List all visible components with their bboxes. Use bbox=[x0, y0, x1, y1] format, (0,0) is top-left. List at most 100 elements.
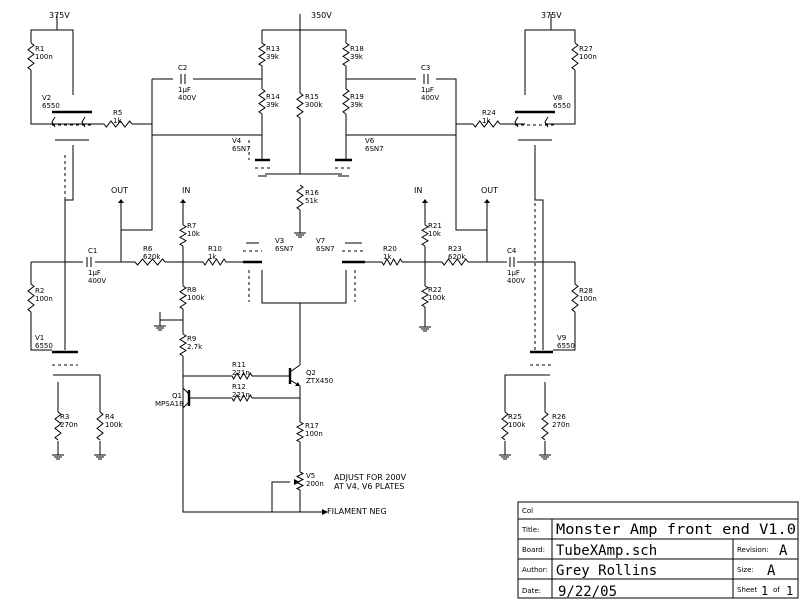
tube-envelope-mark bbox=[51, 116, 56, 128]
terminal-arrow-icon bbox=[118, 199, 124, 203]
resistor-r22-ref: R22 bbox=[428, 286, 442, 294]
resistor-r9-value: 2.7k bbox=[187, 343, 203, 351]
capacitor-c2-ref: C2 bbox=[178, 64, 187, 72]
out-label-right: OUT bbox=[481, 186, 498, 195]
resistor-r26-ref: R26 bbox=[552, 413, 566, 421]
resistor-r23-value: 620k bbox=[448, 253, 466, 261]
wire bbox=[182, 405, 301, 513]
tube-v2-type: 6550 bbox=[42, 102, 60, 110]
resistor-r3-value: 270n bbox=[60, 421, 78, 429]
resistor-r15-value: 300k bbox=[305, 101, 323, 109]
wire bbox=[534, 145, 544, 350]
resistor-r5-ref: R5 bbox=[113, 109, 122, 117]
resistor-r23 bbox=[441, 258, 469, 266]
capacitor-c2-value: 1µF bbox=[178, 86, 191, 94]
wire bbox=[30, 312, 52, 351]
resistor-r11-value: 221n bbox=[232, 369, 250, 377]
terminal-arrow-icon bbox=[422, 199, 428, 203]
resistor-r21-value: 10k bbox=[428, 230, 442, 238]
resistor-r28-ref: R28 bbox=[579, 287, 593, 295]
title-block-revision: A bbox=[779, 543, 788, 559]
title-block-sheet-total: 1 bbox=[786, 584, 793, 598]
resistor-r1-value: 100n bbox=[35, 53, 53, 61]
title-block-title-label: Title: bbox=[521, 526, 539, 534]
tube-v8-type: 6550 bbox=[553, 102, 571, 110]
resistor-r28 bbox=[571, 283, 579, 313]
filament-arrow bbox=[322, 509, 328, 515]
title-block-date: 9/22/05 bbox=[558, 584, 617, 600]
resistor-r26 bbox=[541, 411, 549, 441]
resistor-r24 bbox=[472, 120, 501, 128]
capacitor-c4-voltage: 400V bbox=[507, 277, 525, 285]
wire bbox=[30, 70, 40, 125]
resistor-r17 bbox=[295, 421, 305, 443]
resistor-r11 bbox=[231, 371, 253, 381]
title-block-sheet-number: 1 bbox=[761, 584, 768, 598]
out-label-left: OUT bbox=[111, 186, 128, 195]
tube-v3-ref: V3 bbox=[275, 237, 284, 245]
resistor-r17-ref: R17 bbox=[305, 422, 319, 430]
capacitor-c2-voltage: 400V bbox=[178, 94, 196, 102]
title-block-of-label: of bbox=[773, 586, 780, 594]
resistor-r12-ref: R12 bbox=[232, 383, 246, 391]
resistor-r6-ref: R6 bbox=[143, 245, 153, 253]
capacitor-c1-ref: C1 bbox=[88, 247, 97, 255]
potentiometer-v5-value: 200n bbox=[306, 480, 324, 488]
wire bbox=[545, 70, 576, 125]
resistor-r12 bbox=[231, 393, 253, 403]
wire bbox=[436, 78, 488, 231]
capacitor-c1-value: 1µF bbox=[88, 269, 101, 277]
resistor-r13 bbox=[258, 42, 266, 67]
transistor-q2-type: ZTX450 bbox=[306, 377, 333, 385]
wire bbox=[53, 374, 101, 412]
potentiometer-v5-ref: V5 bbox=[306, 472, 315, 480]
resistor-r8-value: 100k bbox=[187, 294, 205, 302]
tube-v3-type: 6SN7 bbox=[275, 245, 294, 253]
title-block-board-label: Board: bbox=[522, 546, 545, 554]
transistor-q1-type: MPSA18 bbox=[155, 400, 184, 408]
resistors: R1100nR2100nR3270nR4100kR51kR6620kR710kR… bbox=[27, 42, 597, 491]
tube-v1-type: 6550 bbox=[35, 342, 53, 350]
resistor-r16 bbox=[296, 184, 304, 211]
resistor-r27-ref: R27 bbox=[579, 45, 593, 53]
resistor-r23-ref: R23 bbox=[448, 245, 462, 253]
resistor-r9-ref: R9 bbox=[187, 335, 196, 343]
tube-envelope-mark bbox=[81, 116, 86, 128]
in-label-left: IN bbox=[182, 186, 190, 195]
tube-v9-ref: V9 bbox=[557, 334, 566, 342]
resistor-r15 bbox=[296, 92, 304, 119]
title-block-date-label: Date: bbox=[522, 587, 541, 595]
tubes: V16550V26550V86550V96550V46SN7V66SN7V36S… bbox=[35, 94, 575, 376]
resistor-r7 bbox=[179, 224, 187, 247]
title-block: Col Title: Monster Amp front end V1.0 Bo… bbox=[517, 501, 799, 600]
resistor-r27 bbox=[571, 42, 579, 71]
resistor-r15-ref: R15 bbox=[305, 93, 319, 101]
resistor-r2 bbox=[27, 283, 35, 313]
resistor-r19 bbox=[342, 88, 350, 115]
wire bbox=[159, 319, 183, 326]
terminal-arrow-icon bbox=[484, 199, 490, 203]
resistor-r8 bbox=[179, 285, 187, 310]
wire bbox=[57, 29, 74, 95]
grounds bbox=[52, 14, 552, 460]
tube-v8-ref: V8 bbox=[553, 94, 562, 102]
title-block-sheet-label: Sheet bbox=[737, 586, 757, 594]
resistor-r7-ref: R7 bbox=[187, 222, 196, 230]
resistor-r24-value: 1k bbox=[482, 117, 491, 125]
resistor-r21-ref: R21 bbox=[428, 222, 442, 230]
capacitor-c3-ref: C3 bbox=[421, 64, 430, 72]
wire bbox=[553, 312, 576, 351]
resistor-r22-value: 100k bbox=[428, 294, 446, 302]
resistor-r20-ref: R20 bbox=[383, 245, 397, 253]
supply-label-right: 375V bbox=[541, 11, 562, 20]
resistor-r2-value: 100n bbox=[35, 295, 53, 303]
resistor-r6 bbox=[134, 258, 166, 266]
wire bbox=[261, 270, 347, 304]
wire bbox=[524, 20, 552, 95]
tube-v1-ref: V1 bbox=[35, 334, 44, 342]
capacitor-c3-value: 1µF bbox=[421, 86, 434, 94]
resistor-r27-value: 100n bbox=[579, 53, 597, 61]
resistor-r20-value: 1k bbox=[383, 253, 392, 261]
resistor-r11-ref: R11 bbox=[232, 361, 246, 369]
